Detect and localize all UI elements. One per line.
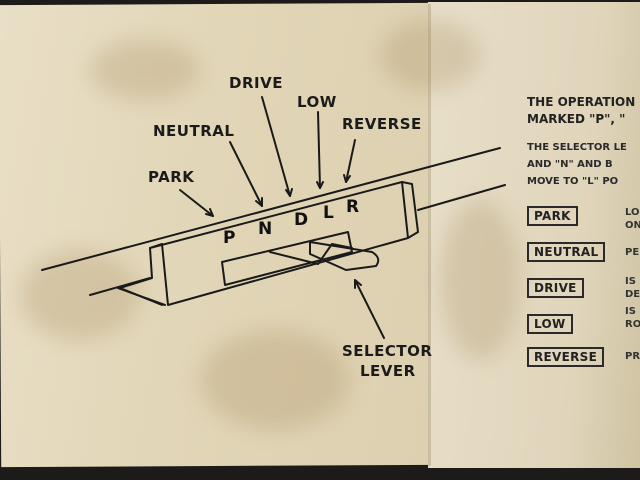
panel-note-line3: MOVE TO "L" PO [527, 176, 619, 187]
gear-letter-d: D [294, 210, 309, 230]
stain [440, 200, 520, 360]
position-row-reverse: REVERSE [527, 346, 605, 370]
label-lever: LEVER [360, 362, 416, 380]
rail-bottom-right [417, 184, 506, 211]
housing-end [401, 181, 419, 239]
position-desc-line: DE [625, 289, 640, 300]
position-desc-line: RO [625, 319, 640, 330]
gear-letter-r: R [346, 197, 360, 217]
position-row-neutral: NEUTRAL [527, 241, 606, 265]
position-desc-line: PRO [625, 351, 640, 362]
position-row-low: LOW [527, 313, 573, 337]
position-row-drive: DRIVE [527, 277, 584, 301]
panel-note-line1: THE SELECTOR LE [527, 142, 627, 153]
position-desc-line: LO [625, 207, 640, 218]
position-box-park: PARK [527, 206, 578, 226]
paper-right-page [428, 2, 640, 468]
gear-letter-p: P [223, 228, 236, 248]
gear-letter-n: N [258, 219, 273, 239]
panel-note: THE SELECTOR LE AND "N" AND B MOVE TO "L… [527, 139, 627, 190]
position-box-drive: DRIVE [527, 278, 584, 298]
position-row-park: PARK [527, 205, 578, 229]
stain [200, 330, 350, 430]
label-park: PARK [148, 168, 195, 186]
position-desc-neutral: PE [625, 246, 639, 259]
position-desc-line: ON [625, 220, 640, 231]
stain [380, 20, 480, 90]
panel-heading-line1: THE OPERATION [527, 95, 636, 109]
rail-top [41, 147, 501, 271]
panel-heading: THE OPERATION MARKED "P", " [527, 94, 635, 128]
label-reverse: REVERSE [342, 115, 422, 133]
selector-lever-handle [309, 241, 380, 271]
position-desc-reverse: PRO [625, 350, 640, 363]
label-low: LOW [297, 93, 337, 111]
position-desc-line: IS [625, 306, 636, 317]
position-box-reverse: REVERSE [527, 347, 605, 367]
selector-lever-arm [269, 243, 353, 265]
position-desc-drive: IS DE [625, 275, 640, 301]
housing-front [149, 181, 409, 306]
label-neutral: NEUTRAL [153, 122, 235, 140]
stain [90, 40, 200, 100]
position-box-neutral: NEUTRAL [527, 242, 606, 262]
paper-fold [428, 4, 431, 466]
position-desc-low: IS RO [625, 305, 640, 331]
selector-slot [221, 231, 353, 286]
label-selector: SELECTOR [342, 342, 433, 360]
panel-heading-line2: MARKED "P", " [527, 112, 626, 126]
gear-letter-l: L [323, 203, 334, 223]
position-desc-line: IS [625, 276, 636, 287]
position-desc-line: PE [625, 247, 640, 258]
position-box-low: LOW [527, 314, 573, 334]
stain [20, 250, 140, 340]
position-desc-park: LO ON [625, 206, 640, 232]
label-drive: DRIVE [229, 74, 283, 92]
panel-note-line2: AND "N" AND B [527, 159, 613, 170]
